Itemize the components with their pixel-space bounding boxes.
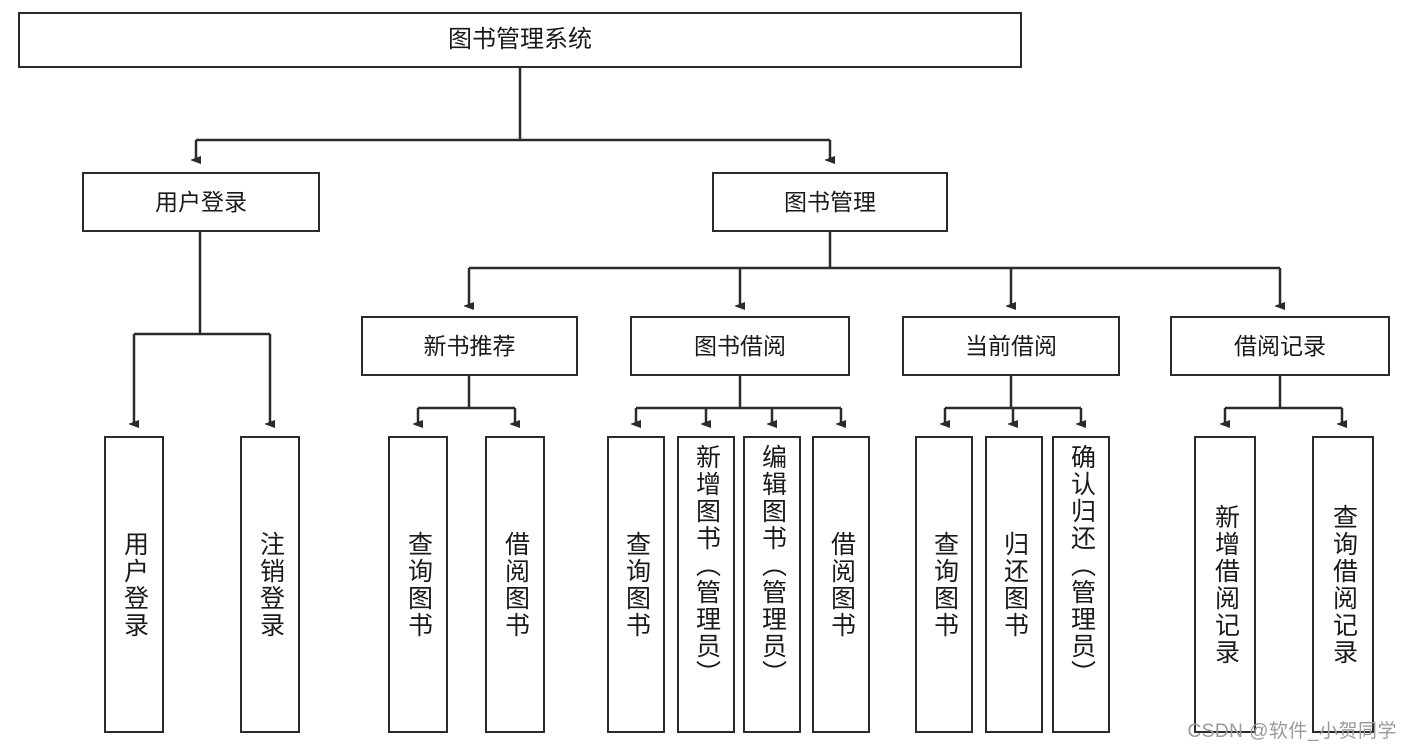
leaf-edit-book[interactable]: 编辑图书（管理员）	[743, 436, 801, 733]
leaf-user-login[interactable]: 用户登录	[104, 436, 164, 733]
node-root-label: 图书管理系统	[448, 26, 592, 54]
node-current-borrow-label: 当前借阅	[965, 332, 1057, 359]
leaf-return-book[interactable]: 归还图书	[985, 436, 1043, 733]
node-user-login[interactable]: 用户登录	[82, 172, 320, 232]
node-new-book-recommend[interactable]: 新书推荐	[361, 316, 578, 376]
leaf-return-book-label: 归还图书	[1000, 530, 1029, 639]
node-book-manage[interactable]: 图书管理	[712, 172, 948, 232]
leaf-edit-book-label: 编辑图书（管理员）	[758, 444, 787, 687]
leaf-borrow-book-2[interactable]: 借阅图书	[812, 436, 870, 733]
leaf-query-borrow-record[interactable]: 查询借阅记录	[1312, 436, 1374, 733]
leaf-confirm-return-label: 确认归还（管理员）	[1067, 444, 1096, 687]
leaf-query-book-1-label: 查询图书	[404, 530, 433, 639]
leaf-query-book-2-label: 查询图书	[622, 530, 651, 639]
leaf-user-login-label: 用户登录	[120, 530, 149, 639]
node-new-book-recommend-label: 新书推荐	[423, 332, 516, 359]
node-book-borrow[interactable]: 图书借阅	[630, 316, 850, 376]
leaf-borrow-book-1-label: 借阅图书	[501, 530, 530, 639]
leaf-logout-login[interactable]: 注销登录	[240, 436, 300, 733]
watermark: CSDN @软件_小贺同学	[1187, 721, 1397, 742]
leaf-query-book-1[interactable]: 查询图书	[388, 436, 448, 733]
leaf-borrow-book-1[interactable]: 借阅图书	[485, 436, 545, 733]
node-book-borrow-label: 图书借阅	[694, 332, 786, 359]
leaf-logout-login-label: 注销登录	[256, 530, 285, 639]
node-root[interactable]: 图书管理系统	[18, 12, 1022, 68]
leaf-query-book-2[interactable]: 查询图书	[607, 436, 665, 733]
leaf-query-book-3[interactable]: 查询图书	[915, 436, 973, 733]
leaf-query-borrow-record-label: 查询借阅记录	[1329, 503, 1358, 666]
node-book-manage-label: 图书管理	[784, 188, 876, 215]
node-user-login-label: 用户登录	[155, 188, 247, 215]
leaf-add-book-label: 新增图书（管理员）	[692, 444, 721, 687]
node-current-borrow[interactable]: 当前借阅	[902, 316, 1120, 376]
leaf-query-book-3-label: 查询图书	[930, 530, 959, 639]
node-borrow-record-label: 借阅记录	[1234, 332, 1326, 359]
leaf-add-borrow-record-label: 新增借阅记录	[1211, 503, 1240, 666]
leaf-add-book[interactable]: 新增图书（管理员）	[677, 436, 735, 733]
node-borrow-record[interactable]: 借阅记录	[1170, 316, 1390, 376]
leaf-confirm-return[interactable]: 确认归还（管理员）	[1052, 436, 1110, 733]
leaf-add-borrow-record[interactable]: 新增借阅记录	[1194, 436, 1256, 733]
leaf-borrow-book-2-label: 借阅图书	[827, 530, 856, 639]
